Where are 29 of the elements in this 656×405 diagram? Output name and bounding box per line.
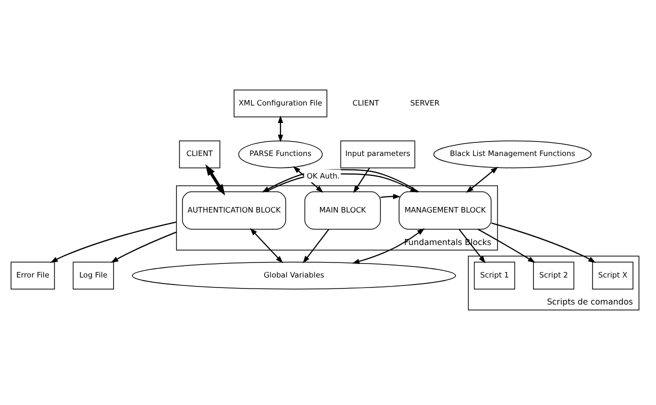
node-ellipse: PARSE Functions	[238, 140, 323, 168]
arrow	[110, 231, 177, 262]
node-box: Log File	[72, 261, 114, 289]
arrow	[302, 228, 330, 263]
label: CLIENT	[352, 98, 380, 107]
node-ellipse: Global Variables	[132, 261, 456, 289]
arrow	[250, 228, 284, 263]
arrow	[478, 228, 536, 262]
arrow	[278, 114, 284, 142]
node-ellipse: Black List Management Functions	[433, 140, 592, 168]
node-box: AUTHENTICATION BLOCK	[182, 190, 286, 230]
arrow	[380, 193, 401, 199]
node-box: CLIENT	[179, 140, 220, 168]
arrow	[50, 220, 177, 262]
node-box: MAIN BLOCK	[304, 190, 381, 230]
node-box: Script X	[592, 261, 634, 289]
arrow	[466, 166, 498, 192]
node-box: XML Configuration File	[234, 89, 328, 117]
arrow	[491, 222, 596, 262]
node-box: Script 1	[474, 261, 516, 289]
arrow	[352, 228, 425, 264]
edge-label: OK Auth.	[306, 170, 340, 180]
node-box: Error File	[10, 261, 55, 289]
label: SERVER	[410, 98, 440, 107]
arrow	[205, 164, 226, 196]
node-box: Input parameters	[340, 140, 416, 168]
arrow	[353, 167, 370, 193]
node-box: Script 2	[533, 261, 574, 289]
node-box: MANAGEMENT BLOCK	[398, 190, 492, 230]
